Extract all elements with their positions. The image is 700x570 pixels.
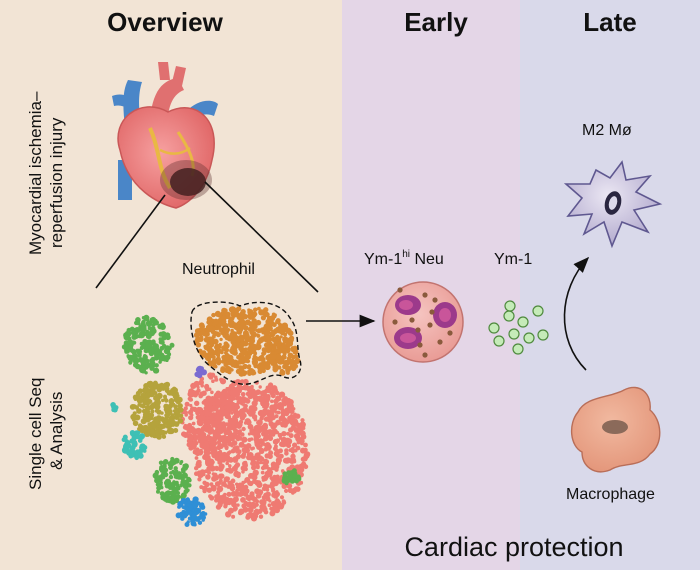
cluster-purple (194, 365, 207, 379)
cluster-small-green (281, 468, 302, 486)
zoom-line-left (95, 194, 166, 289)
cluster-green-bottom (152, 456, 192, 505)
cluster-neutrophil (193, 306, 295, 377)
neu-cell-label: Ym-1hi Neu (364, 249, 444, 268)
zoom-line-right (204, 181, 319, 293)
ischemia-label-line2: reperfusion injury (47, 117, 66, 248)
late-panel (520, 0, 700, 570)
neutrophil-cell-icon (382, 281, 464, 363)
neutrophil-outline (190, 301, 302, 385)
m2-macrophage-icon (563, 160, 663, 249)
cluster-blue (175, 496, 208, 527)
cluster-neutrophil-tail (267, 340, 301, 376)
cardiac-protection-label: Cardiac protection (404, 532, 623, 562)
polarization-arrow (563, 256, 590, 371)
ischemia-label-line1: Myocardial ischemia– (26, 91, 45, 255)
cluster-main-left (180, 372, 244, 467)
neutrophil-label: Neutrophil (182, 261, 255, 278)
cluster-teal (121, 430, 148, 461)
overview-title: Overview (107, 7, 223, 37)
ym1-label: Ym-1 (494, 251, 532, 268)
macrophage-label: Macrophage (566, 486, 655, 503)
analysis-label-line2: & Analysis (47, 392, 66, 470)
ym1-particles (488, 300, 549, 355)
cluster-green-top (121, 314, 175, 375)
m2-label: M2 Mø (582, 122, 632, 139)
heart-icon (112, 62, 218, 209)
cluster-dots (110, 402, 119, 413)
early-title: Early (404, 7, 468, 37)
tsne-plot (110, 306, 311, 527)
late-title: Late (583, 7, 636, 37)
cluster-olive (129, 380, 184, 440)
macrophage-icon (571, 386, 661, 473)
analysis-label-line1: Single cell Seq (26, 378, 45, 490)
